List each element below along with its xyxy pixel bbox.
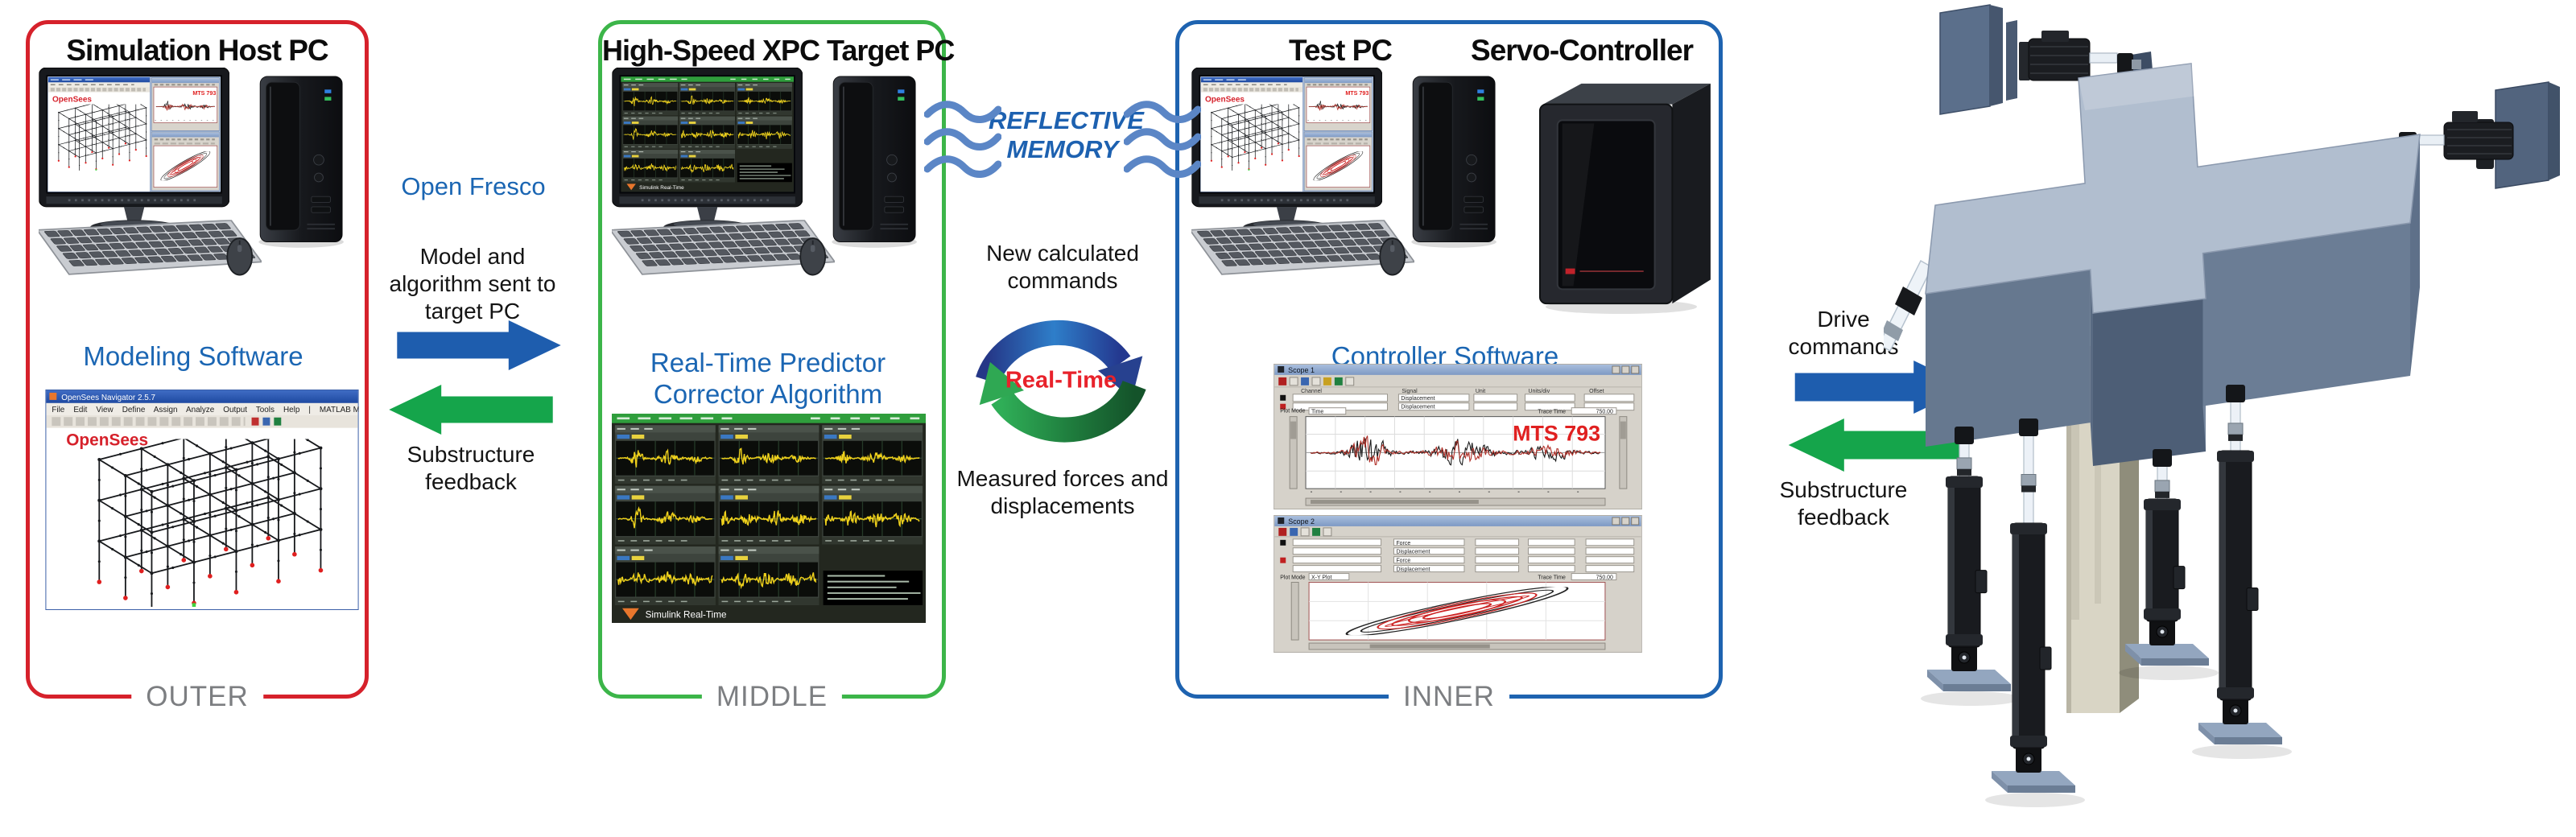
- measured-forces-label: Measured forces and displacements: [956, 466, 1169, 519]
- drive-commands-label: Drive commands: [1788, 307, 1899, 360]
- model-algorithm-label: Model and algorithm sent to target PC: [389, 244, 556, 324]
- modeling-software-label: Modeling Software: [83, 341, 303, 371]
- realtime-cycle-icon: [960, 288, 1162, 460]
- outer-box-title: Simulation Host PC: [66, 34, 328, 67]
- servo-controller-title: Servo-Controller: [1471, 34, 1694, 67]
- openfresco-label: Open Fresco: [401, 172, 546, 200]
- xpc-target-pc-image: [612, 68, 918, 276]
- substructure-feedback-label-1: Substructure feedback: [407, 442, 535, 495]
- middle-box-title: High-Speed XPC Target PC: [602, 34, 955, 67]
- new-commands-label: New calculated commands: [986, 241, 1139, 294]
- test-pc-image: [1191, 68, 1497, 276]
- middle-stage-label: MIDDLE: [701, 680, 843, 714]
- inner-stage-label: INNER: [1389, 680, 1509, 714]
- substructure-feedback-label-2: Substructure feedback: [1779, 477, 1908, 530]
- servo-logo-icon: [1565, 268, 1575, 274]
- opensees-navigator-screenshot: [45, 390, 359, 610]
- simulation-host-pc-image: [39, 68, 345, 276]
- rt-predictor-label: Real-Time Predictor Corrector Algorithm: [650, 348, 886, 409]
- mts-scope-a-screenshot: [1274, 364, 1642, 509]
- outer-stage-label: OUTER: [131, 680, 263, 714]
- mts-scope-b-screenshot: [1274, 515, 1642, 653]
- reflective-memory-waves-left-icon: [924, 100, 1001, 183]
- forward-arrow-outer-middle: [397, 320, 561, 370]
- reflective-memory-waves-right-icon: [1124, 100, 1201, 183]
- back-arrow-outer-middle: [389, 385, 553, 435]
- test-specimen-rig-image: [1884, 4, 2560, 807]
- xpc-scope-screenshot: [612, 414, 926, 623]
- servo-controller-image: [1538, 83, 1711, 315]
- reflective-memory-label: REFLECTIVE MEMORY: [989, 106, 1144, 163]
- cruciform-specimen-and-actuators: [1884, 4, 2560, 807]
- test-pc-title: Test PC: [1288, 34, 1393, 67]
